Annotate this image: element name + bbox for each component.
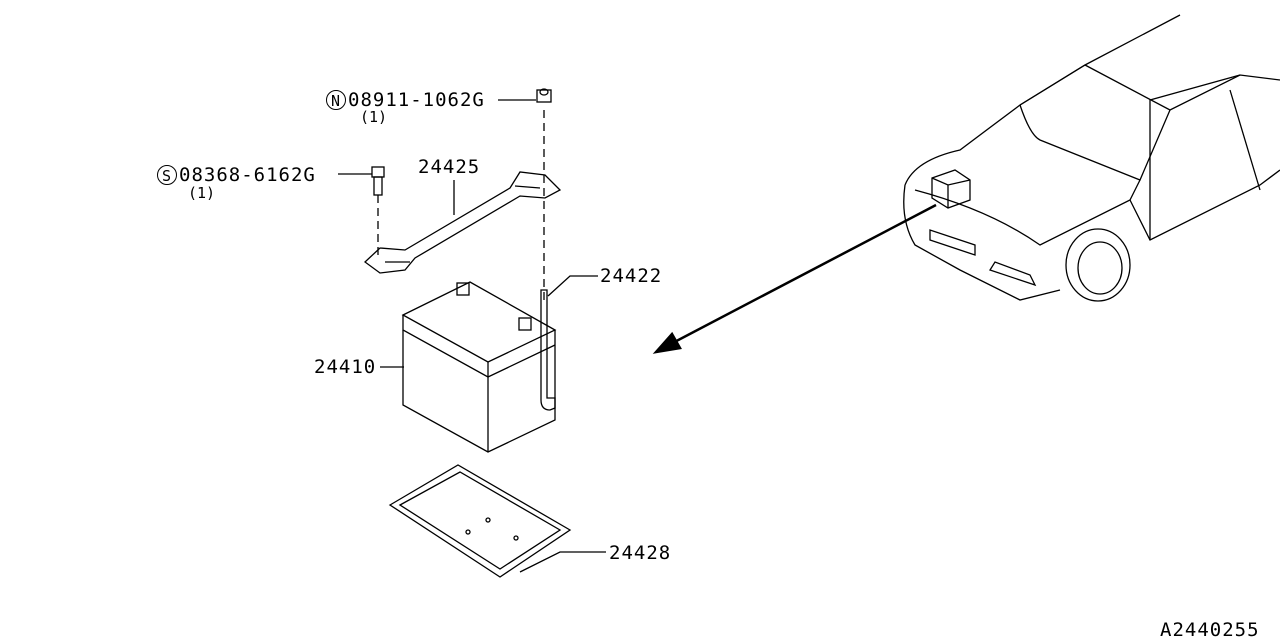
- nut-symbol: N: [326, 90, 346, 110]
- bolt-symbol: S: [157, 165, 177, 185]
- hold-down-rod-icon: [540, 289, 556, 411]
- part-label-tray[interactable]: 24428: [609, 542, 672, 564]
- location-arrow-icon: [652, 203, 937, 354]
- part-label-rod[interactable]: 24422: [600, 265, 663, 287]
- quantity-nut: (1): [360, 108, 388, 126]
- diagram-code: A2440255: [1160, 619, 1260, 641]
- battery-icon: [401, 281, 557, 453]
- vehicle-outline-icon: [903, 14, 1280, 302]
- part-label-battery[interactable]: 24410: [314, 356, 377, 378]
- part-number: 08368-6162G: [179, 164, 316, 186]
- leader-lines: [338, 99, 606, 573]
- flange-nut-icon: [536, 88, 552, 103]
- battery-tray-icon: [388, 464, 572, 578]
- part-number: 08911-1062G: [348, 89, 485, 111]
- part-label-holder[interactable]: 24425: [418, 156, 481, 178]
- battery-holder-icon: [363, 171, 562, 274]
- quantity-bolt: (1): [188, 184, 216, 202]
- bolt-icon: [371, 166, 385, 196]
